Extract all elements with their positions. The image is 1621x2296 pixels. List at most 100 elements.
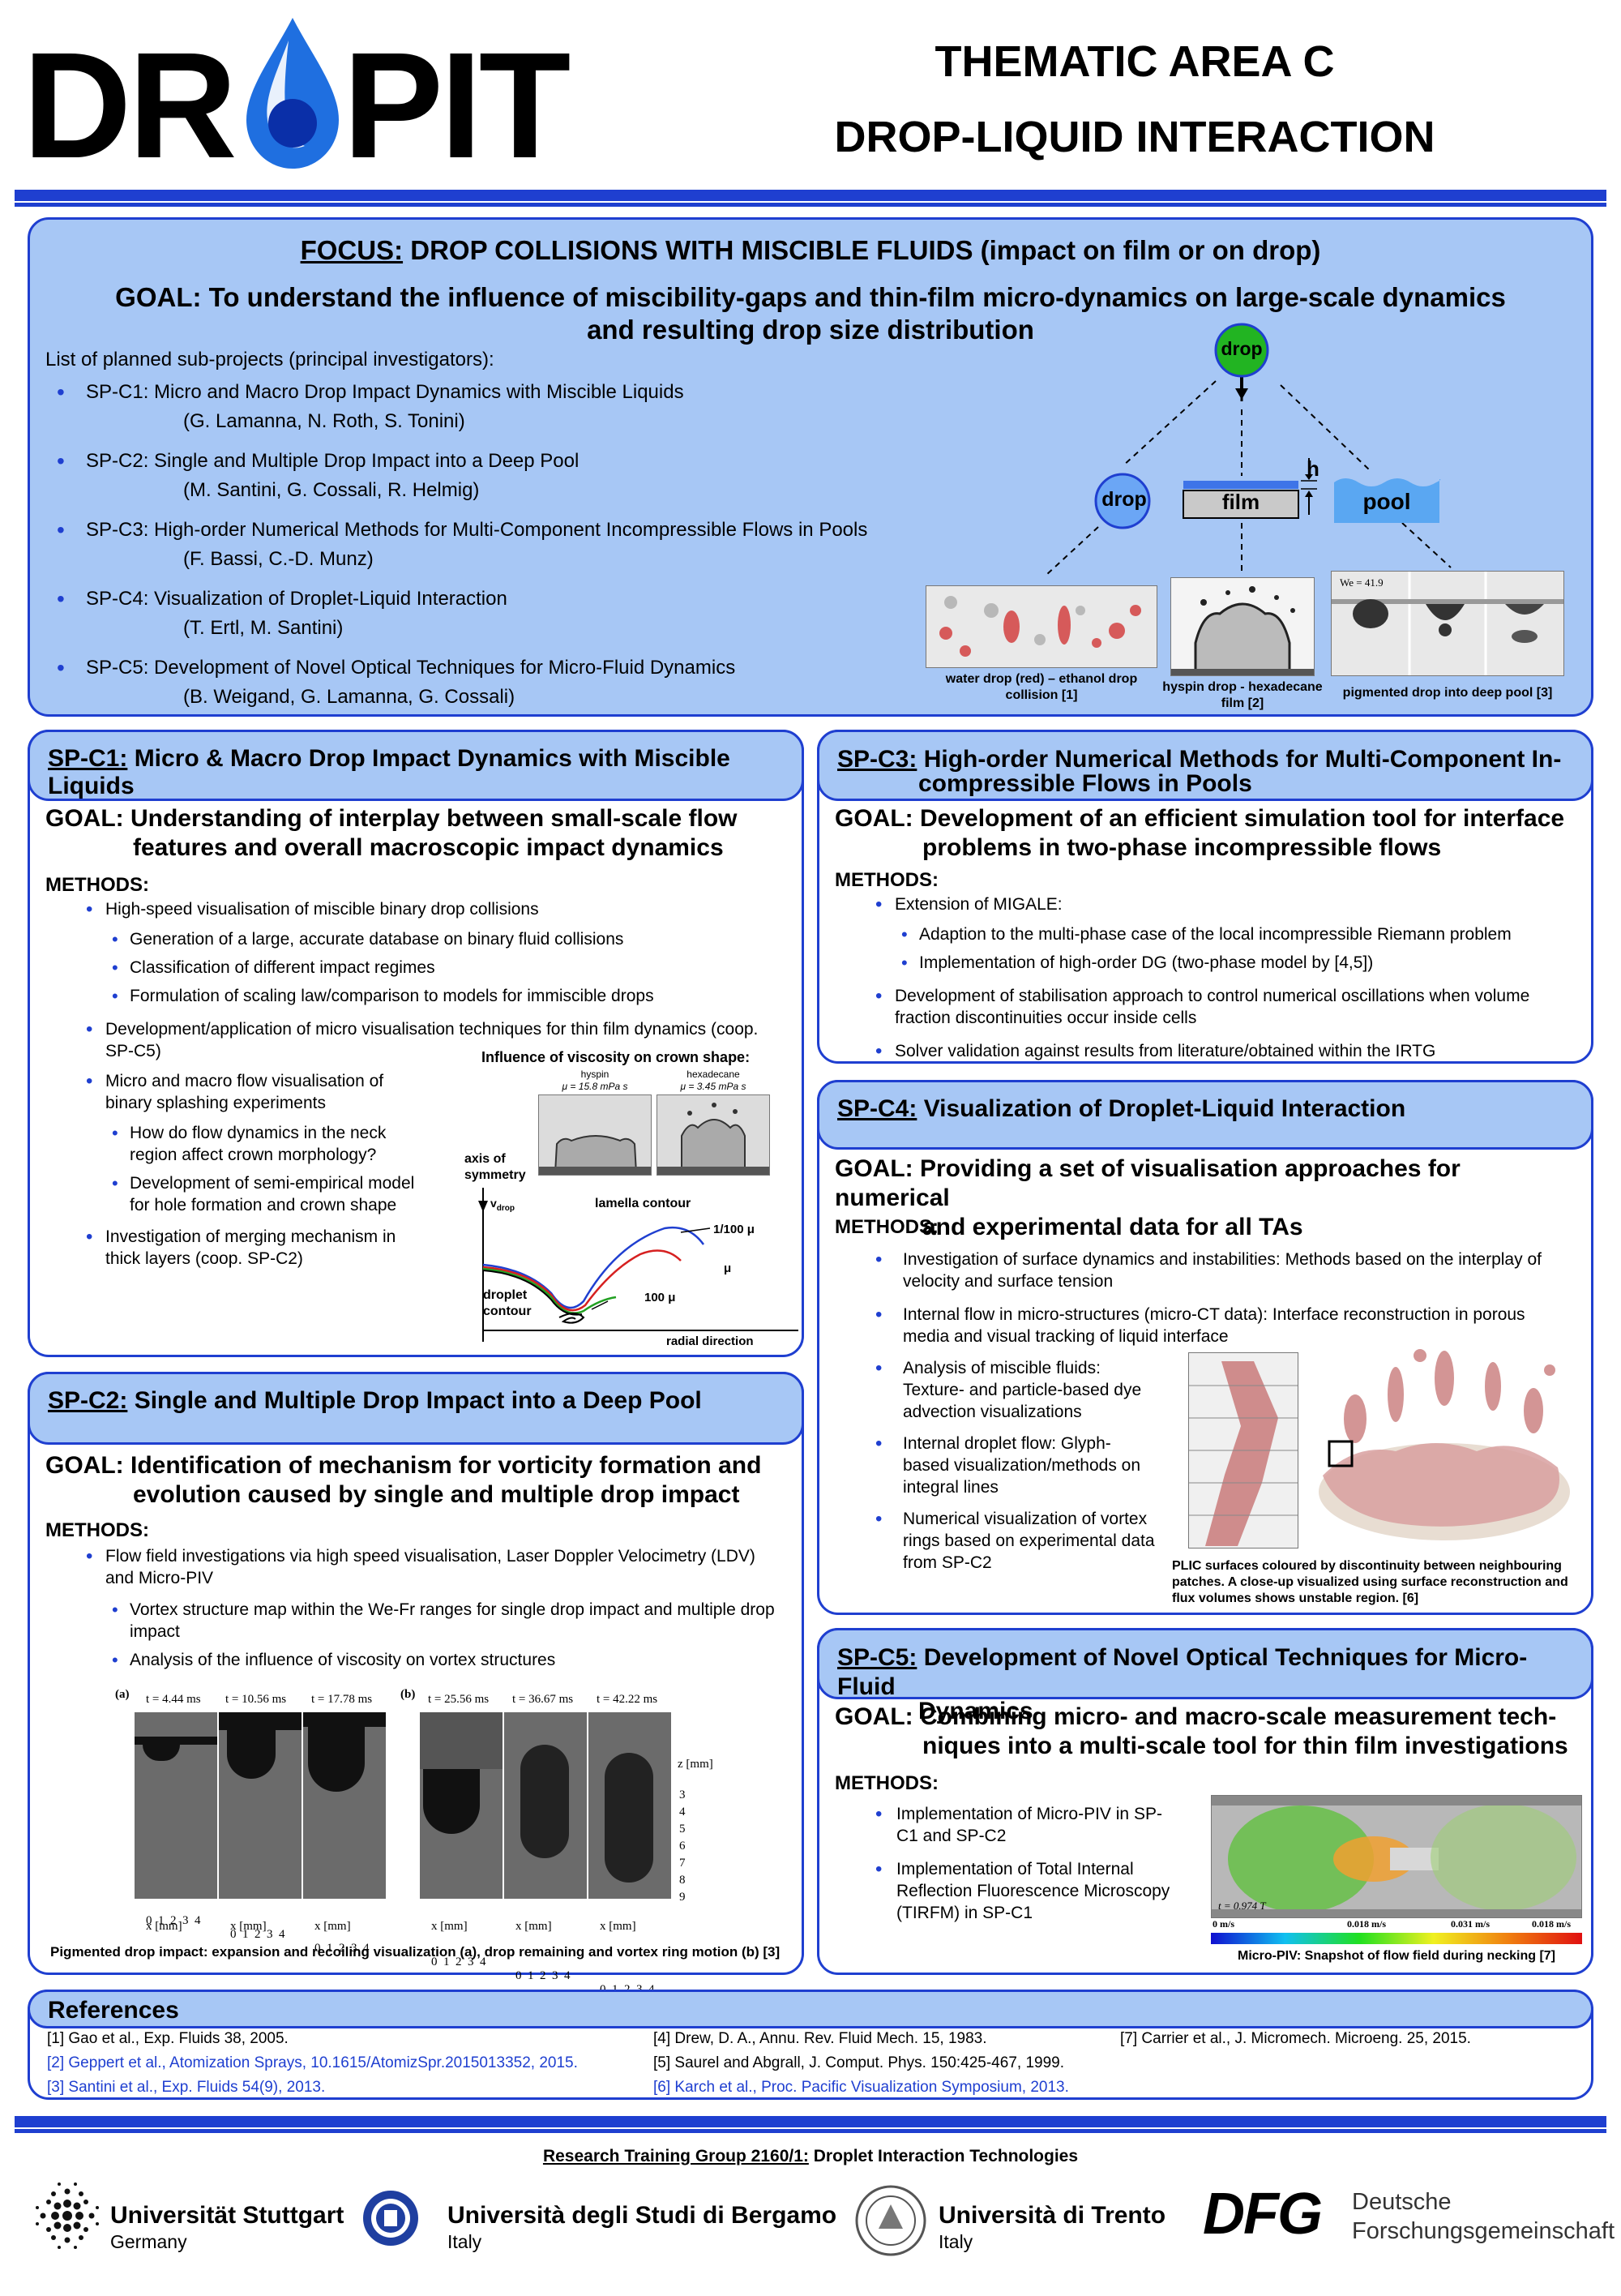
sp-c1-goal: GOAL: Understanding of interplay between…: [45, 804, 791, 863]
collision-diagram: [1045, 323, 1452, 576]
goal-line: GOAL: Understanding of interplay between…: [45, 805, 738, 832]
sp-c5-list: Implementation of Micro-PIV in SP-C1 and…: [864, 1803, 1172, 1932]
sp-c3-goal: GOAL: Development of an efficient simula…: [835, 804, 1580, 863]
sp-c4-methods: METHODS:: [835, 1216, 939, 1238]
sp-c5-caption: Micro-PIV: Snapshot of flow field during…: [1237, 1949, 1555, 1963]
sp-c1-list-left: Micro and macro flow visualisation of bi…: [75, 1070, 423, 1278]
project-list-title: List of planned sub-projects (principal …: [45, 349, 494, 371]
vdrop-v: v: [490, 1197, 497, 1210]
sp-c4-header: SP-C4: Visualization of Droplet-Liquid I…: [817, 1080, 1593, 1150]
lamella-label: lamella contour: [595, 1197, 691, 1210]
time-label: t = 4.44 ms: [146, 1693, 201, 1706]
scale-label: 0.031 m/s: [1451, 1918, 1490, 1930]
z-tick: 3: [679, 1788, 686, 1801]
project-item: • SP-C5: Development of Novel Optical Te…: [45, 655, 953, 726]
hyspin-mu: μ = 15.8 mPa s: [562, 1081, 628, 1092]
rtg-line: Research Training Group 2160/1: Droplet …: [0, 2147, 1621, 2166]
z-axis-label: z [mm]: [678, 1758, 713, 1771]
list-item: Implementation of Micro-PIV in SP-C1 and…: [864, 1803, 1172, 1847]
sp-c1-label: SP-C1:: [48, 745, 128, 772]
project-pis: (G. Lamanna, N. Roth, S. Tonini): [183, 410, 465, 432]
sp-c1-title: Micro & Macro Drop Impact Dynamics with …: [48, 745, 730, 799]
sp-c4-list-left: Analysis of miscible fluids: Texture- an…: [864, 1357, 1156, 1582]
sp-c1-list-top: High-speed visualisation of miscible bin…: [75, 898, 788, 1070]
rtg-text: Droplet Interaction Technologies: [808, 2147, 1079, 2165]
project-item: • SP-C1: Micro and Macro Drop Impact Dyn…: [45, 379, 953, 450]
sp-c1-header: SP-C1: Micro & Macro Drop Impact Dynamic…: [28, 730, 804, 801]
ref-3[interactable]: [3] Santini et al., Exp. Fluids 54(9), 2…: [47, 2079, 326, 2096]
list-item: Numerical visualization of vortex rings …: [864, 1508, 1156, 1574]
time-label: t = 10.56 ms: [225, 1693, 287, 1706]
diagram-drop-top: drop: [1221, 338, 1263, 359]
list-item: Classification of different impact regim…: [75, 957, 788, 979]
sp-c5-header: SP-C5: Development of Novel Optical Tech…: [817, 1628, 1593, 1724]
goal-line: GOAL: Identification of mechanism for vo…: [45, 1452, 762, 1479]
z-tick: 6: [679, 1840, 686, 1853]
z-tick: 8: [679, 1874, 686, 1887]
micro-piv-image: t = 0.974 T: [1211, 1795, 1582, 1918]
focus-label: FOCUS:: [300, 235, 404, 265]
list-item: Generation of a large, accurate database…: [75, 928, 788, 950]
goal-line: niques into a multi-scale tool for thin …: [922, 1733, 1568, 1759]
list-item: Implementation of Total Internal Reflect…: [864, 1858, 1172, 1924]
sp-c2-header: SP-C2: Single and Multiple Drop Impact i…: [28, 1372, 804, 1445]
time-labels: t = 4.44 ms t = 10.56 ms t = 17.78 ms t …: [135, 1693, 702, 1712]
sp-c4-caption: PLIC surfaces coloured by discontinuity …: [1172, 1559, 1568, 1605]
frame-a1: [135, 1712, 217, 1899]
drop-logo-icon: [246, 18, 339, 169]
goal-line: GOAL: Providing a set of visualisation a…: [835, 1155, 1461, 1211]
sp-c1-methods: METHODS:: [45, 874, 149, 896]
x-label: x [mm]: [515, 1920, 552, 1933]
rtg-label: Research Training Group 2160/1:: [542, 2147, 809, 2165]
dfg-logo: DFG: [1203, 2182, 1323, 2247]
lamella-plot: [478, 1188, 798, 1342]
sp-c4-list-top: Investigation of surface dynamics and in…: [864, 1249, 1561, 1356]
plic-surface-image: [1319, 1349, 1570, 1540]
curve-mu: μ: [724, 1262, 732, 1275]
focus-text: DROP COLLISIONS WITH MISCIBLE FLUIDS (im…: [403, 235, 1321, 265]
list-item: Internal droplet flow: Glyph-based visua…: [864, 1433, 1156, 1498]
time-label: t = 17.78 ms: [311, 1693, 373, 1706]
stuttgart-logo-icon: [36, 2182, 99, 2249]
goal-line: evolution caused by single and multiple …: [133, 1481, 740, 1508]
caption-hyspin: hyspin drop - hexadecane film [2]: [1162, 680, 1323, 710]
we-label: We = 41.9: [1340, 576, 1384, 589]
project-item: • SP-C4: Visualization of Droplet-Liquid…: [45, 586, 953, 657]
droplet-contour-label: droplet contour: [483, 1288, 532, 1318]
z-tick: 5: [679, 1823, 686, 1836]
bottom-rule-thin: [15, 2129, 1606, 2133]
diagram-film: film: [1221, 490, 1260, 514]
dfg-name-2: Forschungsgemeinschaft: [1352, 2218, 1615, 2244]
diagram-pool: pool: [1362, 489, 1411, 514]
project-title: SP-C4: Visualization of Droplet-Liquid I…: [86, 588, 507, 610]
sp-c3-list: Extension of MIGALE: Adaption to the mul…: [864, 893, 1577, 1070]
porous-vis-image: [1188, 1352, 1298, 1549]
project-title: SP-C1: Micro and Macro Drop Impact Dynam…: [86, 381, 684, 403]
references-header: References: [28, 1990, 1593, 2028]
sp-c4-label: SP-C4:: [837, 1095, 917, 1122]
piv-time: t = 0.974 T: [1218, 1900, 1266, 1912]
sp-c3-header: SP-C3: High-order Numerical Methods for …: [817, 730, 1593, 801]
uni-stuttgart-country: Germany: [110, 2231, 187, 2252]
x-label: x [mm]: [146, 1920, 182, 1933]
frame-b1: [420, 1712, 503, 1899]
sp-c2-title: Single and Multiple Drop Impact into a D…: [127, 1387, 702, 1414]
panel-b-label: (b): [400, 1688, 416, 1701]
project-title: SP-C2: Single and Multiple Drop Impact i…: [86, 450, 580, 472]
ref-2[interactable]: [2] Geppert et al., Atomization Sprays, …: [47, 2054, 578, 2071]
uni-stuttgart: Universität Stuttgart: [110, 2202, 344, 2229]
uni-trento: Università di Trento: [939, 2202, 1166, 2229]
frame-a3: [303, 1712, 386, 1899]
list-item: Analysis of miscible fluids: Texture- an…: [864, 1357, 1156, 1423]
ref-6[interactable]: [6] Karch et al., Proc. Pacific Visualiz…: [653, 2079, 1069, 2096]
sp-c2-methods: METHODS:: [45, 1519, 149, 1541]
time-label: t = 25.56 ms: [428, 1693, 490, 1706]
list-item: How do flow dynamics in the neck region …: [75, 1122, 423, 1166]
x-tick-group: 0 1 2 3 4: [230, 1928, 285, 1941]
list-item: Internal flow in micro-structures (micro…: [864, 1304, 1561, 1347]
ref-1: [1] Gao et al., Exp. Fluids 38, 2005.: [47, 2030, 289, 2047]
hexadecane-label: hexadecane: [686, 1069, 740, 1080]
focus-heading: FOCUS: DROP COLLISIONS WITH MISCIBLE FLU…: [28, 235, 1593, 266]
frame-b2: [504, 1712, 587, 1899]
